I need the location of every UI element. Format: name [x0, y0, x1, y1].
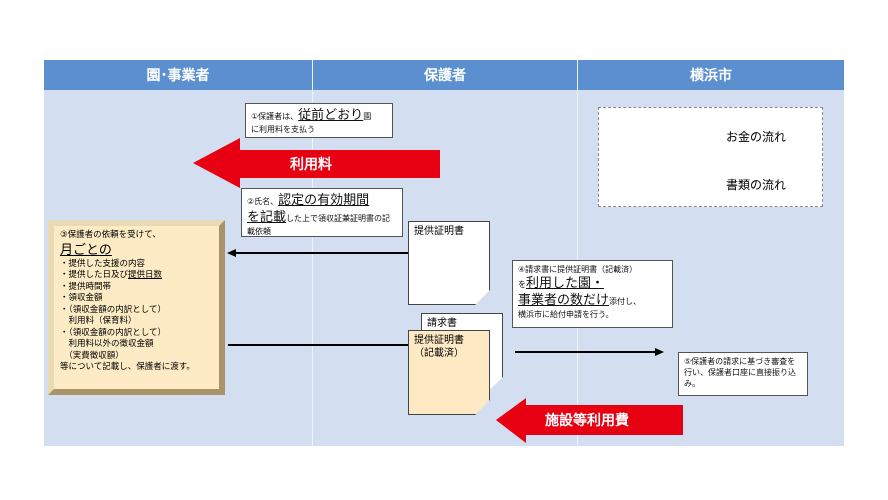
text: 利用した園・ [526, 276, 605, 291]
text: ④請求書に提供証明書（記載済） [518, 265, 638, 274]
list-item: ・提供時間帯 [60, 281, 112, 292]
column-header-yokohama: 横浜市 [578, 60, 844, 90]
text: ・提供した日及び [60, 270, 129, 280]
text: に利用料を支払う [251, 125, 315, 134]
text: 月ごとの [60, 242, 112, 258]
text: 提供日数 [128, 270, 163, 280]
text: した上で領収証兼証明書の記載依頼 [247, 214, 391, 236]
facility-fee-arrow [496, 398, 683, 443]
text: ①保護者は、 [251, 112, 299, 121]
text: を [518, 280, 526, 289]
arrowhead [655, 348, 664, 356]
fee-arrow [193, 138, 440, 188]
text: 提供証明書 [414, 226, 464, 237]
text: 園 [363, 112, 372, 121]
text: 提供証明書 [414, 335, 464, 346]
column-header-facility: 園･事業者 [44, 60, 312, 90]
step4-note: ④請求書に提供証明書（記載済） を利用した園・ 事業者の数だけ添付し、 横浜市に… [512, 260, 673, 328]
text: （記載済） [414, 348, 464, 359]
text: 事業者の数だけ [518, 293, 610, 308]
text: 認定の有効期間 [278, 193, 370, 208]
list-item: 利用料以外の徴収金額 [60, 339, 154, 349]
column-header-guardian: 保護者 [313, 60, 577, 90]
text: ②氏名、 [247, 197, 279, 206]
arrowhead [227, 249, 236, 257]
list-item: ・（領収金額の内訳として） [60, 327, 166, 338]
list-item: ・領収金額 [60, 293, 103, 303]
list-item: ・（領収金額の内訳として） [60, 304, 166, 315]
step3-note: ③保護者の依頼を受けて、 月ごとの ・提供した支援の内容 ・提供した日及び提供日… [48, 220, 225, 395]
text: 請求書 [427, 318, 457, 329]
text: 従前どおり [298, 108, 364, 123]
list-item: 利用料（保育料） [60, 316, 137, 326]
legend-money-label: お金の流れ [726, 130, 787, 144]
fee-arrow-label: 利用料 [290, 157, 332, 173]
text: 横浜市に給付申請を行う。 [518, 310, 614, 319]
text: 等について記載し、保護者に渡す。 [60, 362, 195, 372]
step1-note: ①保護者は、従前どおり園 に利用料を支払う [245, 103, 393, 138]
list-item: ・提供した支援の内容 [60, 258, 146, 269]
step2-note: ②氏名、認定の有効期間 を記載した上で領収証兼証明書の記載依頼 [241, 188, 403, 237]
column-divider [577, 60, 578, 446]
legend-documents-label: 書類の流れ [726, 178, 787, 192]
facility-fee-arrow-label: 施設等利用費 [545, 413, 629, 429]
text: 添付し、 [609, 297, 642, 306]
step5-note: ⑤保護者の請求に基づき審査を行い、保護者口座に直接振り込み。 [678, 352, 808, 396]
text: ③保護者の依頼を受けて、 [60, 230, 161, 240]
filled-certificate-document: 提供証明書 （記載済） [408, 330, 490, 415]
certificate-document: 提供証明書 [408, 221, 490, 305]
list-item: ・提供した日及び提供日数 [60, 270, 213, 282]
legend [598, 107, 823, 207]
text: を記載 [247, 210, 287, 225]
list-item: （実費徴収額） [60, 350, 124, 361]
